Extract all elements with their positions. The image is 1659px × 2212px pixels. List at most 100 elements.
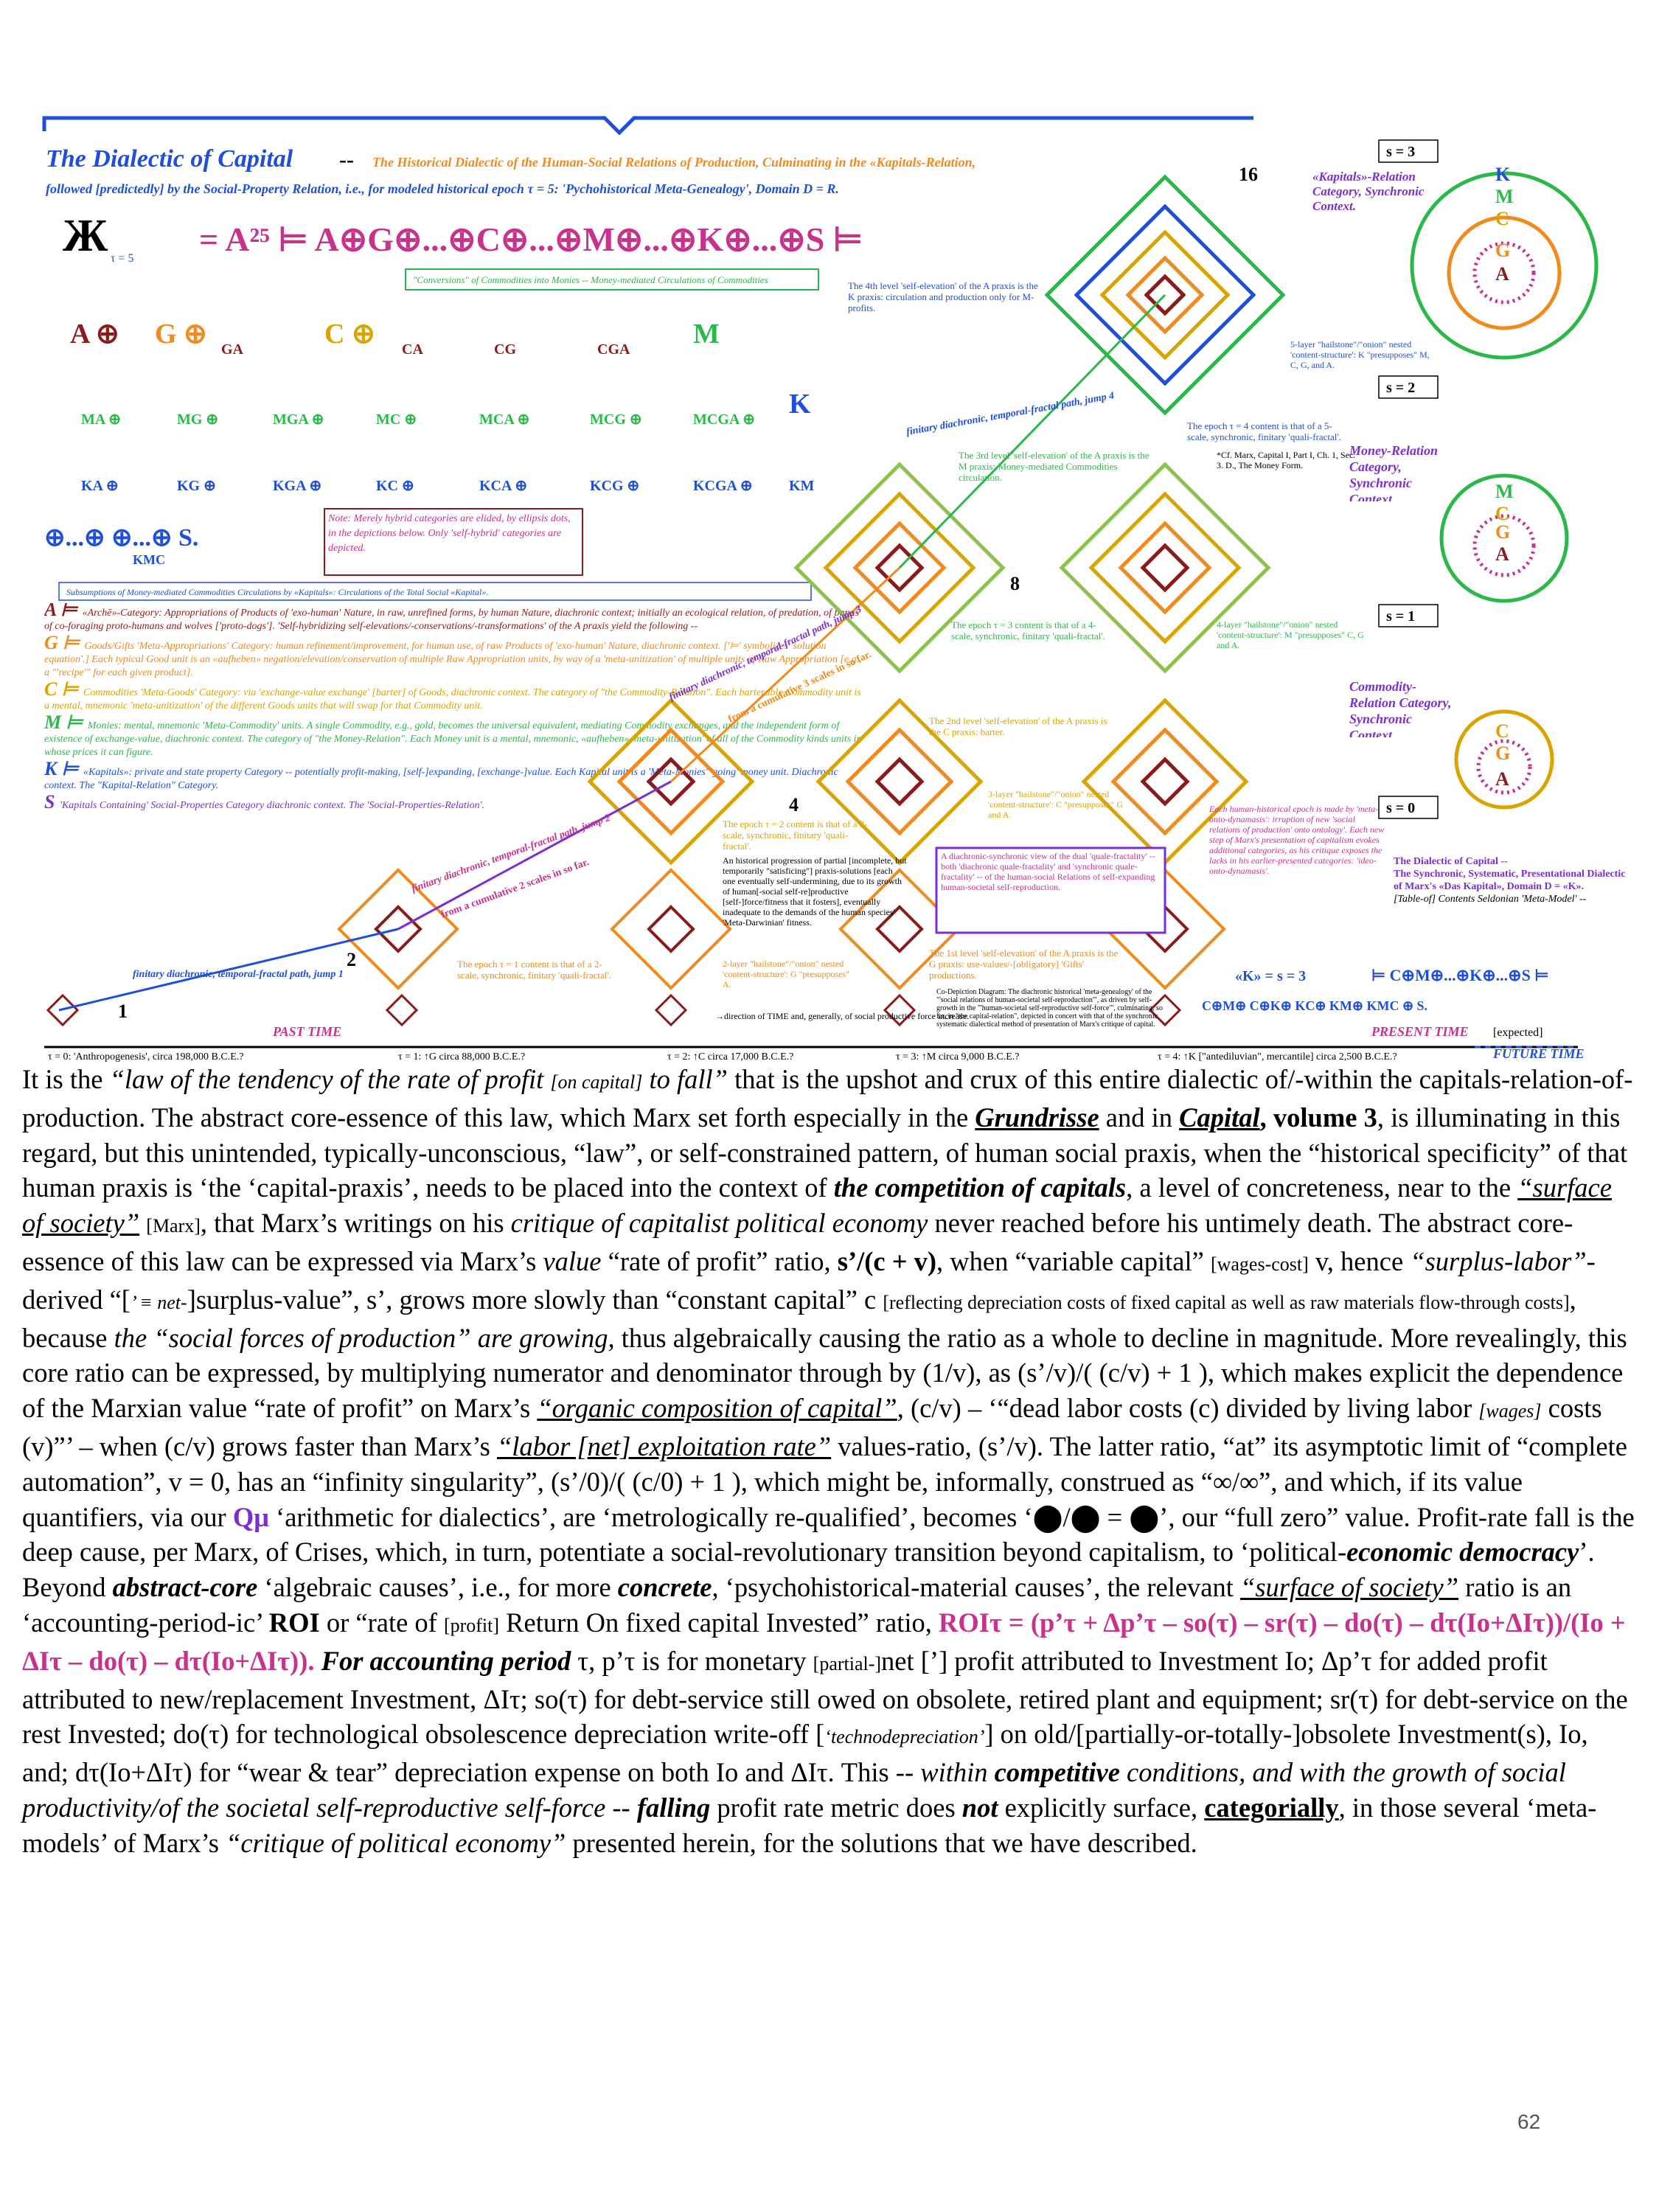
note-box xyxy=(324,508,583,576)
diachronic-box xyxy=(935,846,1166,934)
kapitals-relation-label: «Kapitals»-Relation Category, Synchronic… xyxy=(1312,170,1425,213)
svg-text:M: M xyxy=(1495,481,1514,502)
codepiction-note: Co-Depiction Diagram: The diachronic his… xyxy=(936,988,1163,1029)
dialectic-diagram: The Dialectic of Capital -- The Historic… xyxy=(42,116,1630,1062)
tau5-label: τ = 5 xyxy=(111,252,133,265)
diamond-epoch3-left xyxy=(793,462,1006,674)
svg-text:CA: CA xyxy=(402,341,423,358)
epoch1-note: The epoch τ = 1 content is that of a 2-s… xyxy=(457,959,611,981)
top-brace xyxy=(42,116,1253,136)
svg-text:MG ⊕: MG ⊕ xyxy=(177,411,218,428)
diamond-epoch3-right xyxy=(1059,462,1271,674)
direction-note: →direction of TIME and, generally, of so… xyxy=(715,1011,969,1021)
conversion-box xyxy=(405,268,819,291)
svg-text:s = 2: s = 2 xyxy=(1386,380,1415,396)
diachronic-note: A diachronic-synchronic view of the dual… xyxy=(941,851,1155,892)
svg-text:KA ⊕: KA ⊕ xyxy=(81,478,119,494)
svg-text:τ = 2: ↑C circa 17,000 B.C.E.?: τ = 2: ↑C circa 17,000 B.C.E.? xyxy=(667,1051,793,1062)
svg-text:G ⊕: G ⊕ xyxy=(155,319,207,349)
expected-label: [expected] xyxy=(1493,1026,1543,1039)
second-level-note: The 2nd level 'self-elevation' of the A … xyxy=(929,715,1107,737)
svg-text:C: C xyxy=(1495,720,1509,742)
svg-text:MCA ⊕: MCA ⊕ xyxy=(479,411,529,428)
legend-G: G ⊨ Goods/Gifts 'Meta-Appropriations' Ca… xyxy=(44,632,862,679)
svg-text:KCGA ⊕: KCGA ⊕ xyxy=(693,478,753,494)
diamond-epoch4 xyxy=(1044,174,1286,416)
capital-title: Capital xyxy=(1179,1102,1260,1133)
svg-text:MC ⊕: MC ⊕ xyxy=(376,411,417,428)
svg-text:G: G xyxy=(1495,742,1510,764)
svg-text:4: 4 xyxy=(789,794,799,815)
svg-text:KCA ⊕: KCA ⊕ xyxy=(479,478,527,494)
svg-text:KG ⊕: KG ⊕ xyxy=(177,478,216,494)
svg-text:K: K xyxy=(1495,164,1511,185)
body-text: It is the “law of the tendency of the ra… xyxy=(22,1062,1637,1861)
svg-text:8: 8 xyxy=(1010,573,1020,594)
svg-text:MA ⊕: MA ⊕ xyxy=(81,411,121,428)
svg-text:τ = 0: 'Anthropogenesis', circ: τ = 0: 'Anthropogenesis', circa 198,000 … xyxy=(48,1051,243,1062)
marx-ref-note: *Cf. Marx, Capital I, Part I, Ch. 1, Sec… xyxy=(1217,450,1356,470)
category-row-3: KA ⊕KG ⊕KGA ⊕KC ⊕KCA ⊕KCG ⊕KCGA ⊕KM xyxy=(81,478,815,494)
historical-progression-note: An historical progression of partial [in… xyxy=(723,855,907,928)
bottom-formula2: C⊕M⊕ C⊕K⊕ KC⊕ KM⊕ KMC ⊕ S. xyxy=(1202,998,1427,1013)
roi-formula: ROIτ = (p’τ + Δp’τ – so(τ) – sr(τ) – do(… xyxy=(22,1607,1626,1676)
svg-text:A: A xyxy=(1495,768,1509,790)
svg-text:MGA ⊕: MGA ⊕ xyxy=(273,411,324,428)
path-label-1: finitary diachronic, temporal-fractal pa… xyxy=(133,969,344,980)
main-paragraph: It is the “law of the tendency of the ra… xyxy=(22,1064,1635,1858)
bottom-formula: ⊨ C⊕M⊕...⊕K⊕...⊕S ⊨ xyxy=(1371,966,1549,984)
svg-text:M: M xyxy=(1495,186,1514,207)
hailstone4-note: 4-layer "hailstone"/"onion" nested 'cont… xyxy=(1217,619,1364,650)
legend-A: A ⊨ «Archē»-Category: Appropriations of … xyxy=(44,603,859,632)
svg-text:G: G xyxy=(1495,240,1510,261)
note-text: Note: Merely hybrid categories are elide… xyxy=(328,513,571,554)
epoch4-note: The epoch τ = 4 content is that of a 5-s… xyxy=(1187,420,1341,442)
svg-text:KCG ⊕: KCG ⊕ xyxy=(590,478,639,494)
svg-text:16: 16 xyxy=(1239,164,1258,185)
diagram-title: The Dialectic of Capital xyxy=(46,145,293,173)
svg-text:KM: KM xyxy=(789,478,815,494)
right-box-line3: [Table-of] Contents Seldonian 'Meta-Mode… xyxy=(1394,894,1587,905)
legend-K: K ⊨ «Kapitals»: private and state proper… xyxy=(44,758,838,792)
k-formula: «K» = s = 3 xyxy=(1235,968,1306,984)
present-time-label: PRESENT TIME xyxy=(1371,1024,1469,1039)
svg-text:MCGA ⊕: MCGA ⊕ xyxy=(693,411,755,428)
svg-text:GA: GA xyxy=(221,341,244,358)
svg-text:s = 0: s = 0 xyxy=(1386,800,1415,816)
category-row-2: MA ⊕ MG ⊕ MGA ⊕ MC ⊕ MCA ⊕ MCG ⊕ MCGA ⊕ K xyxy=(81,389,811,428)
money-relation-label: Money-Relation Category, Synchronic Cont… xyxy=(1349,443,1438,501)
hailstone2-note: 2-layer "hailstone"/"onion" nested 'cont… xyxy=(723,959,850,990)
svg-text:C ⊕: C ⊕ xyxy=(324,319,375,349)
category-row-4: ⊕...⊕ ⊕...⊕ S. xyxy=(44,524,198,552)
svg-text:A: A xyxy=(1495,543,1509,565)
kmc-label: KMC xyxy=(133,552,165,567)
each-epoch-note: Each human-historical epoch is made by '… xyxy=(1209,804,1385,876)
timeline-labels: τ = 0: 'Anthropogenesis', circa 198,000 … xyxy=(48,1051,1397,1062)
svg-text:CGA: CGA xyxy=(597,341,630,358)
title-sep: -- xyxy=(339,147,354,172)
svg-text:τ = 1: ↑G circa 88,000 B.C.E.?: τ = 1: ↑G circa 88,000 B.C.E.? xyxy=(398,1051,525,1062)
svg-text:C: C xyxy=(1495,503,1509,524)
svg-text:M: M xyxy=(693,319,720,349)
subsumption-box xyxy=(58,582,812,601)
legend-C: C ⊨ Commodities 'Meta-Goods' Category: v… xyxy=(44,678,861,712)
commodity-relation-label: Commodity-Relation Category, Synchronic … xyxy=(1349,679,1452,737)
epoch3-note: The epoch τ = 3 content is that of a 4-s… xyxy=(951,619,1105,641)
diagram-subtitle2: followed [predictedly] by the Social-Pro… xyxy=(46,181,839,196)
svg-text:1: 1 xyxy=(118,1001,128,1022)
s-boxes: s = 3 s = 2 s = 1 s = 0 xyxy=(1378,139,1439,819)
hailstone5-note: 5-layer "hailstone"/"onion" nested 'cont… xyxy=(1290,339,1430,370)
legend-S: S 'Kapitals Containing' Social-Propertie… xyxy=(44,791,485,813)
right-box-title: The Dialectic of Capital -- xyxy=(1394,856,1508,867)
diagram-subtitle: The Historical Dialectic of the Human-So… xyxy=(372,155,975,170)
right-box-line2: The Synchronic, Systematic, Presentation… xyxy=(1394,869,1626,892)
legend-M: M ⊨ Monies: mental, mnemonic 'Meta-Commo… xyxy=(44,712,862,759)
svg-text:MCG ⊕: MCG ⊕ xyxy=(590,411,642,428)
fourth-level-note: The 4th level 'self-elevation' of the A … xyxy=(848,280,1038,313)
svg-text:K: K xyxy=(789,389,811,420)
svg-text:G: G xyxy=(1495,521,1510,543)
right-box: The Dialectic of Capital -- The Synchron… xyxy=(1394,855,1630,905)
grundrisse-title: Grundrisse xyxy=(975,1102,1099,1133)
svg-text:KC ⊕: KC ⊕ xyxy=(376,478,414,494)
